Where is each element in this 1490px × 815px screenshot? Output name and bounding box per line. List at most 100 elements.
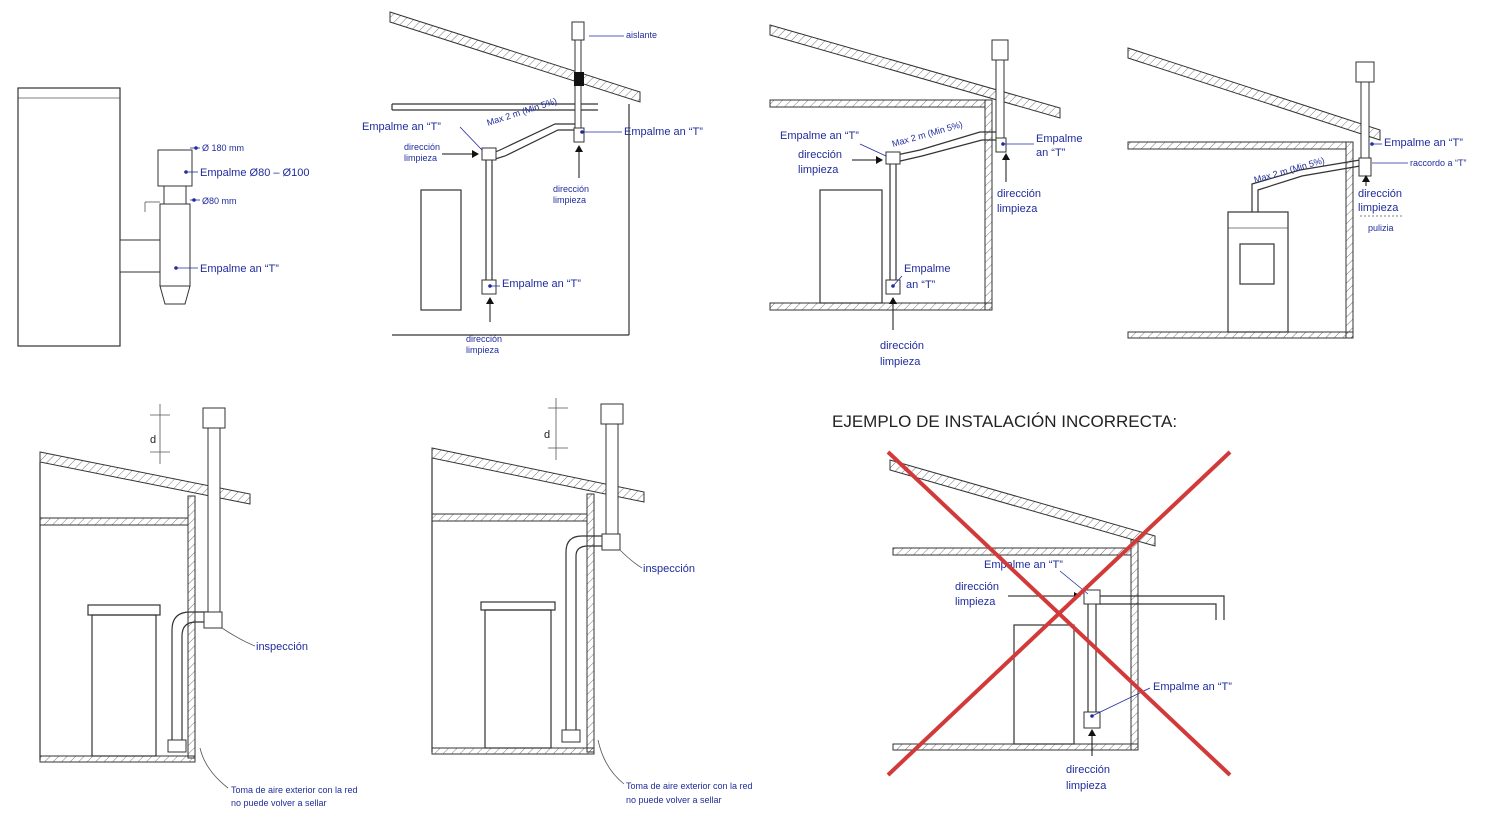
label-direccion-right-2: limpieza — [553, 195, 586, 205]
label-empalme-t-bottom: Empalme an “T” — [502, 278, 581, 290]
insulation — [574, 72, 584, 86]
stove-window — [1239, 243, 1275, 285]
label-direccion-left-2: limpieza — [404, 153, 437, 163]
label-empalme-t-right: Empalme an “T” — [624, 126, 703, 138]
sloped-pipe — [891, 131, 996, 163]
label-direccion-bottom-2: limpieza — [880, 356, 921, 368]
label-empalme-t-left: Empalme an “T” — [780, 130, 859, 142]
floor-slab — [39, 755, 196, 763]
roof-slab — [431, 447, 645, 503]
t-connector — [159, 203, 191, 287]
chimney-pipe — [995, 59, 1005, 151]
label-direccion-2: limpieza — [1358, 202, 1399, 214]
incorrect-installation-title: EJEMPLO DE INSTALACIÓN INCORRECTA: — [832, 412, 1177, 431]
stove — [819, 189, 883, 304]
vertical-pipe — [889, 160, 897, 285]
chimney-pipe — [605, 423, 619, 543]
ceiling-slab — [431, 513, 588, 522]
roof-slab — [39, 451, 251, 505]
chimney-pipe — [574, 39, 582, 141]
label-direccion-right-1: dirección — [997, 188, 1041, 200]
ceiling-slab — [769, 99, 986, 108]
stove — [484, 609, 552, 749]
stove-top — [480, 601, 556, 611]
stove — [1013, 624, 1075, 745]
label-toma-2: no puede volver a sellar — [626, 795, 722, 805]
floor-slab — [892, 743, 1139, 751]
label-toma-2: no puede volver a sellar — [231, 798, 327, 808]
label-aislante: aislante — [626, 30, 657, 40]
label-direccion-left-2: limpieza — [798, 164, 839, 176]
label-empalme-t-bottom: Empalme an “T” — [1153, 681, 1232, 693]
label-direccion-bottom-2: limpieza — [466, 345, 499, 355]
label-direccion-right-1: dirección — [553, 184, 589, 194]
label-empalme-t: Empalme an “T” — [1384, 137, 1463, 149]
label-direccion-left-1: dirección — [798, 149, 842, 161]
chimney-pipe — [207, 427, 221, 619]
stove — [420, 189, 462, 311]
stove-outlet — [119, 239, 163, 273]
figure-5-internal-flue: d inspección Toma de aire exterior con l… — [39, 404, 358, 808]
stove-top — [87, 604, 161, 616]
wall-right — [1130, 539, 1139, 751]
inspection-tee — [203, 611, 223, 629]
label-empalme-t-right-2: an “T” — [1036, 147, 1066, 159]
label-diameter-80: Ø80 mm — [202, 196, 237, 206]
label-direccion-right-2: limpieza — [997, 203, 1038, 215]
reducer-180 — [157, 149, 193, 187]
label-empalme-t: Empalme an “T” — [200, 263, 279, 275]
figure-6-internal-flue: d inspección Toma de aire exterior con l… — [431, 398, 753, 805]
floor-slab — [769, 302, 993, 311]
wall-right — [586, 493, 595, 753]
ceiling-slab — [39, 517, 189, 526]
label-d: d — [544, 429, 550, 441]
label-empalme-t-bottom-1: Empalme — [904, 263, 950, 275]
wall-right — [187, 495, 196, 759]
label-empalme-t-bottom-2: an “T” — [906, 279, 936, 291]
label-direccion-left-1: dirección — [404, 142, 440, 152]
pellet-stove — [1227, 211, 1289, 333]
label-direccion-1: dirección — [1358, 188, 1402, 200]
label-inspeccion: inspección — [256, 641, 308, 653]
roof-slab — [389, 11, 641, 103]
inspection-tee — [601, 533, 621, 551]
ceiling-slab — [892, 547, 1132, 556]
vertical-pipe — [485, 156, 493, 280]
stove-body — [17, 87, 121, 347]
floor-slab — [431, 747, 595, 755]
label-toma-1: Toma de aire exterior con la red — [626, 781, 753, 791]
label-slope: Max 2 m (Min 5%) — [891, 119, 964, 149]
label-d: d — [150, 434, 156, 446]
roof-slab — [889, 459, 1156, 547]
connecting-pipe — [171, 611, 208, 740]
cleaning-cap — [159, 285, 191, 305]
chimney-cap — [202, 407, 226, 429]
chimney-cap — [1355, 61, 1375, 83]
label-empalme-t-top: Empalme an “T” — [984, 559, 1063, 571]
wall-right — [1345, 141, 1354, 339]
figure-7-incorrect-installation: EJEMPLO DE INSTALACIÓN INCORRECTA: Empal… — [832, 412, 1232, 792]
figure-4-pellet-stove: Max 2 m (Min 5%) Empalme an “T” raccordo… — [1127, 47, 1467, 339]
chimney-cap — [991, 39, 1009, 61]
label-direccion-left-1: dirección — [955, 581, 999, 593]
floor-slab — [1127, 331, 1354, 339]
label-inspeccion: inspección — [643, 563, 695, 575]
stove — [91, 614, 157, 757]
ceiling-slab — [1127, 141, 1347, 150]
label-empalme-t-right-1: Empalme — [1036, 133, 1082, 145]
label-direccion-left-2: limpieza — [955, 596, 996, 608]
cross-line-2 — [886, 450, 1232, 777]
label-direccion-bottom-2: limpieza — [1066, 780, 1107, 792]
label-direccion-bottom-1: dirección — [880, 340, 924, 352]
vertical-pipe — [1087, 598, 1097, 716]
connecting-pipe — [565, 535, 606, 730]
label-slope: Max 2 m (Min 5%) — [486, 96, 559, 128]
chimney-cap — [600, 403, 624, 425]
chimney-cap — [571, 21, 585, 41]
label-direccion-bottom-1: dirección — [466, 334, 502, 344]
figure-3-wall-exit: Empalme an “T” dirección limpieza Max 2 … — [769, 24, 1082, 368]
label-empalme-t-left: Empalme an “T” — [362, 121, 441, 133]
label-empalme-reduccion: Empalme Ø80 – Ø100 — [200, 167, 309, 179]
label-toma-1: Toma de aire exterior con la red — [231, 785, 358, 795]
